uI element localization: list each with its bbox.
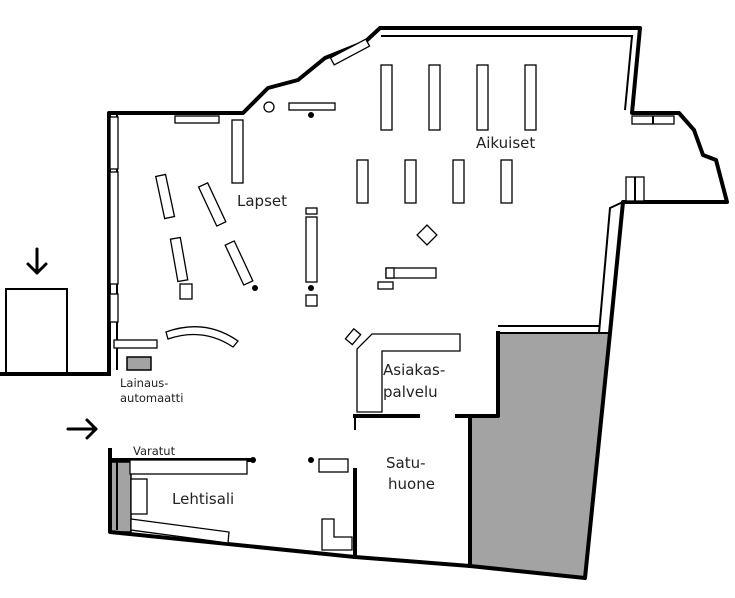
label-lehtisali: Lehtisali xyxy=(172,490,234,508)
bookshelf xyxy=(404,159,417,204)
outer-wall-main xyxy=(107,26,729,580)
bookshelf xyxy=(380,64,393,131)
bookshelf xyxy=(224,240,254,286)
wall-shelf xyxy=(109,171,119,285)
column xyxy=(263,101,275,113)
bookshelf xyxy=(500,159,513,204)
book-box xyxy=(318,458,349,473)
bookshelf xyxy=(305,216,318,283)
point-marker xyxy=(250,457,256,463)
wall-shelf xyxy=(109,293,119,323)
self-service-machine xyxy=(126,356,152,371)
book-box xyxy=(305,294,318,307)
curved-bench xyxy=(165,326,239,348)
label-varatut: Varatut xyxy=(133,444,176,458)
label-aikuiset: Aikuiset xyxy=(476,134,535,152)
display-table-end xyxy=(385,267,395,279)
wall-right-inner xyxy=(598,201,624,334)
point-marker xyxy=(308,285,314,291)
book-box xyxy=(305,207,318,215)
point-marker xyxy=(252,285,258,291)
wall-shelf xyxy=(174,115,220,124)
bookshelf xyxy=(476,64,489,131)
wall-service-desk xyxy=(353,331,500,418)
counter xyxy=(113,339,158,349)
point-marker xyxy=(308,457,314,463)
bookshelf xyxy=(154,173,176,220)
wall-top-inner xyxy=(381,35,634,111)
point-marker xyxy=(308,112,314,118)
display-shelf xyxy=(288,102,336,111)
service-desk xyxy=(356,333,461,413)
reserved-shelf xyxy=(129,459,248,475)
magazine-shelf xyxy=(130,518,230,544)
bookshelf xyxy=(356,159,369,204)
arrow-down-icon xyxy=(26,247,48,275)
label-asiakaspalvelu-2: palvelu xyxy=(383,383,438,401)
label-lainausautomaatti-1: Lainaus- xyxy=(120,376,168,390)
label-satuhuone-2: huone xyxy=(388,475,435,493)
vestibule xyxy=(0,288,109,374)
arrow-right-icon xyxy=(66,418,98,440)
bookshelf xyxy=(169,236,189,283)
label-asiakaspalvelu-1: Asiakas- xyxy=(383,361,445,379)
bookshelf xyxy=(197,181,227,227)
label-lapset: Lapset xyxy=(237,192,287,210)
bookshelf xyxy=(524,64,537,131)
bookshelf xyxy=(428,64,441,131)
book-box xyxy=(179,283,193,300)
magazine-rack xyxy=(130,478,148,515)
corner-shelf xyxy=(321,518,353,551)
label-satuhuone-1: Satu- xyxy=(386,454,426,472)
bookshelf xyxy=(231,119,244,184)
wall-shelf xyxy=(109,116,119,170)
diamond-icon xyxy=(416,224,438,246)
desk-item xyxy=(344,327,362,346)
book-box xyxy=(377,281,394,290)
bookshelf xyxy=(452,159,465,204)
wall-shelf xyxy=(329,38,371,66)
label-lainausautomaatti-2: automaatti xyxy=(120,391,183,405)
staff-area-small xyxy=(110,461,132,533)
